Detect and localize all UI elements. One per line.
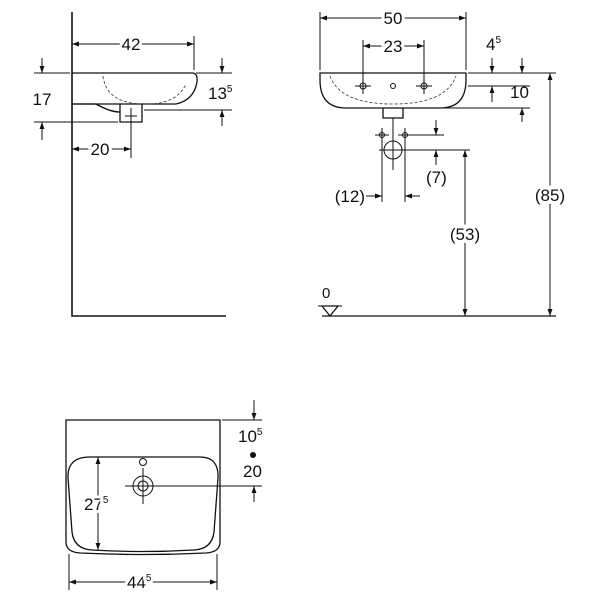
- top-view: 105 20 275 445: [65, 400, 263, 595]
- dim-42: 42: [122, 35, 141, 54]
- dim-4-5: 45: [486, 35, 501, 54]
- basin-side-profile: [72, 72, 198, 105]
- basin-front-outline: [319, 72, 467, 109]
- front-waste-outlet: [382, 108, 404, 119]
- dim-12: (12): [335, 187, 365, 206]
- basin-underside: [72, 103, 121, 113]
- dim-10-5: 105: [238, 427, 263, 446]
- floor-level-marker: [320, 305, 340, 318]
- overflow-hole: [390, 83, 396, 89]
- tap-reference-dot: [250, 452, 256, 458]
- dim-23: 23: [384, 37, 403, 56]
- dim-7: (7): [426, 168, 447, 187]
- front-view: 0: [318, 6, 569, 318]
- floor-level-0: 0: [322, 285, 330, 302]
- wall-outline: [71, 12, 226, 317]
- dim-27-5: 275: [84, 495, 109, 514]
- dim-20: 20: [91, 140, 110, 159]
- dim-85: (85): [535, 186, 565, 205]
- dim-44-5: 445: [127, 573, 152, 592]
- dim-20-top: 20: [243, 462, 262, 481]
- basin-top-outline: [65, 419, 221, 556]
- tap-hole-right: [416, 78, 432, 94]
- basin-bowl-curve: [102, 75, 187, 105]
- dim-13-5: 135: [208, 84, 233, 103]
- dim-17: 17: [33, 90, 52, 109]
- basin-bowl-outline: [67, 456, 219, 553]
- tap-hole-top: [139, 458, 147, 466]
- supply-left: [375, 128, 389, 142]
- waste-drain: [125, 468, 161, 504]
- dim-10: 10: [510, 83, 529, 102]
- dim-53: (53): [450, 225, 480, 244]
- tap-hole-left: [355, 78, 371, 94]
- basin-bowl-hidden: [329, 75, 457, 105]
- side-view: 42 17 135 20: [33, 12, 233, 317]
- dim-50: 50: [384, 9, 403, 28]
